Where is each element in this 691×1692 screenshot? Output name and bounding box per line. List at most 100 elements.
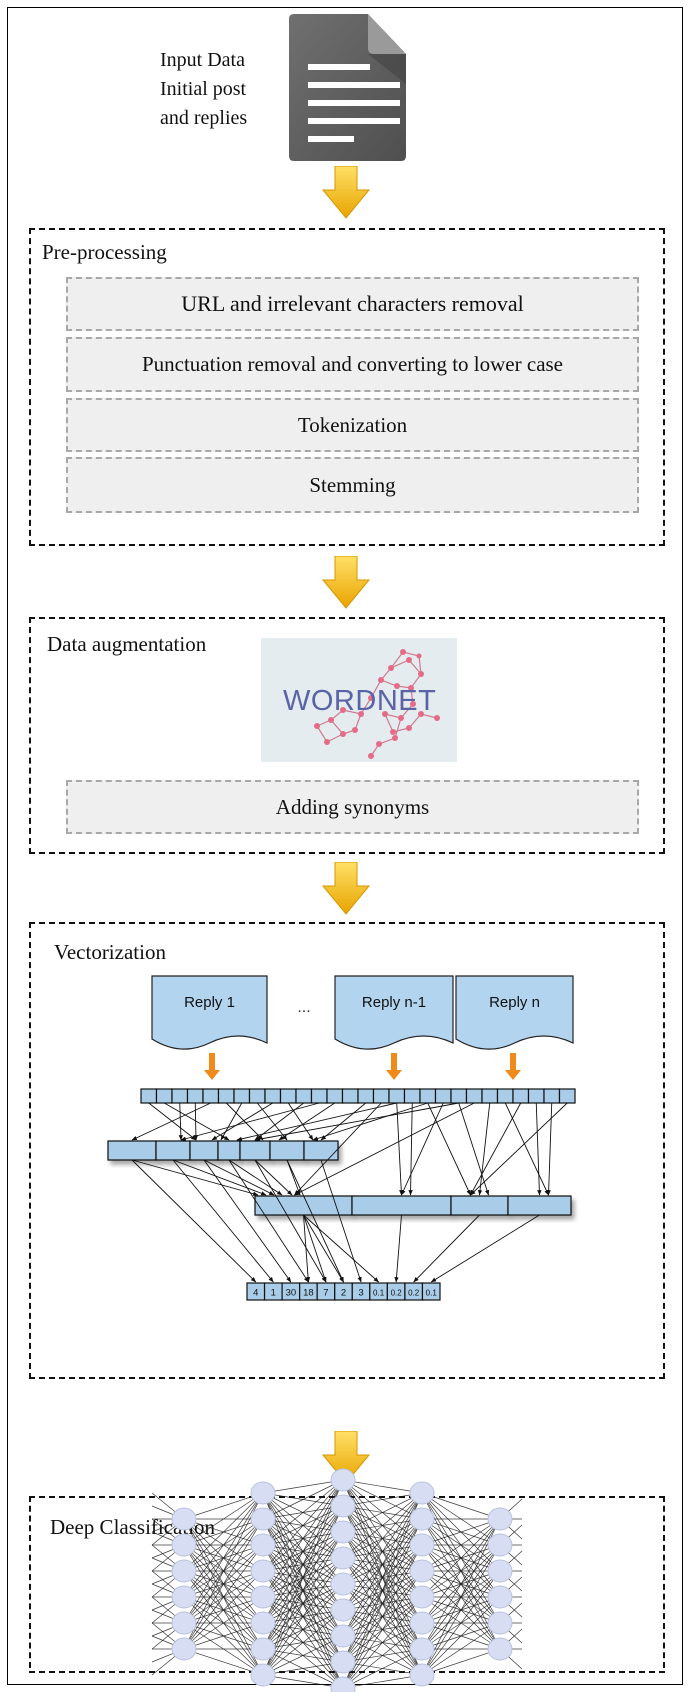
network-edge xyxy=(342,1492,423,1585)
mapping-arrow xyxy=(228,1159,309,1283)
network-node xyxy=(171,1507,197,1531)
step-url-removal: URL and irrelevant characters removal xyxy=(66,277,639,331)
network-edge xyxy=(183,1518,264,1650)
network-edge xyxy=(262,1479,344,1520)
network-node xyxy=(409,1637,435,1661)
mapping-arrow xyxy=(203,1159,292,1283)
mapping-arrow xyxy=(303,1214,344,1283)
network-edge xyxy=(183,1648,264,1676)
document-icon xyxy=(289,14,406,161)
network-edge xyxy=(183,1492,264,1520)
network-node xyxy=(330,1650,356,1674)
network-edge xyxy=(421,1518,501,1676)
network-node xyxy=(487,1585,513,1609)
network-node xyxy=(250,1611,276,1635)
reply-label: Reply n-1 xyxy=(362,994,426,1011)
mapping-arrow xyxy=(193,1102,199,1141)
mapping-arrow xyxy=(312,1102,428,1141)
network-edge xyxy=(342,1596,423,1689)
mapping-arrow xyxy=(394,1214,402,1283)
mapping-arrow xyxy=(535,1102,542,1196)
mapping-arrow xyxy=(254,1159,327,1283)
mapping-arrow xyxy=(470,1102,522,1196)
value-cell-label: 7 xyxy=(323,1288,328,1299)
network-edge xyxy=(262,1479,344,1572)
network-edge xyxy=(421,1518,501,1572)
orange-down-arrow-icon xyxy=(204,1053,220,1080)
network-edge xyxy=(262,1661,344,1676)
network-node xyxy=(487,1507,513,1531)
mapping-arrow xyxy=(430,1214,540,1283)
mapping-arrow xyxy=(294,1102,475,1196)
mapping-arrow xyxy=(131,1159,257,1283)
network-node xyxy=(487,1637,513,1661)
mapping-arrow xyxy=(396,1102,404,1196)
orange-down-arrow-icon xyxy=(505,1053,521,1080)
network-edge xyxy=(262,1479,344,1494)
mapping-arrow xyxy=(294,1102,382,1196)
network-edge xyxy=(421,1596,501,1676)
value-cell-label: 30 xyxy=(286,1288,297,1299)
value-cell-label: 0.1 xyxy=(426,1289,438,1298)
mapping-arrow xyxy=(131,1102,211,1141)
preprocessing-title: Pre-processing xyxy=(42,240,167,264)
network-edge xyxy=(421,1648,501,1676)
network-node xyxy=(409,1507,435,1531)
network-edge xyxy=(421,1518,501,1546)
step-stemming: Stemming xyxy=(66,457,639,513)
network-edge xyxy=(262,1635,344,1676)
network-node xyxy=(250,1663,276,1687)
down-arrow-icon xyxy=(321,556,371,609)
value-cell-label: 0.1 xyxy=(373,1289,385,1298)
network-edge xyxy=(262,1479,344,1546)
network-edge xyxy=(262,1505,344,1676)
reply-document xyxy=(151,975,268,1050)
network-edge xyxy=(183,1492,264,1598)
vectorization-title: Vectorization xyxy=(54,940,166,964)
mapping-arrow xyxy=(172,1159,274,1283)
network-node xyxy=(330,1494,356,1518)
network-edge xyxy=(342,1674,423,1689)
vectorization-section xyxy=(29,922,665,1379)
network-edge xyxy=(183,1596,264,1650)
mapping-arrow xyxy=(408,1102,413,1196)
step-punctuation-removal: Punctuation removal and converting to lo… xyxy=(66,337,639,392)
value-cell-label: 1 xyxy=(271,1288,276,1299)
network-edge xyxy=(183,1492,264,1650)
step-adding-synonyms: Adding synonyms xyxy=(66,780,639,834)
network-edge xyxy=(421,1518,501,1624)
network-edge xyxy=(183,1570,264,1650)
network-node xyxy=(250,1507,276,1531)
network-edge xyxy=(262,1674,344,1689)
network-edge xyxy=(342,1492,423,1689)
reply-label: Reply n xyxy=(489,994,540,1011)
network-edge xyxy=(342,1570,423,1689)
mapping-arrow xyxy=(470,1102,568,1196)
mapping-arrow xyxy=(286,1159,344,1283)
value-cell-label: 4 xyxy=(253,1288,258,1299)
value-cell-label: 0.2 xyxy=(391,1289,403,1298)
mapping-arrow xyxy=(287,1102,314,1141)
network-node xyxy=(409,1481,435,1505)
reply-label: Reply 1 xyxy=(184,994,235,1011)
network-node xyxy=(330,1676,356,1692)
mapping-arrow xyxy=(254,1102,459,1142)
mapping-arrow xyxy=(228,1159,283,1196)
augmentation-section xyxy=(29,617,665,854)
network-node xyxy=(250,1585,276,1609)
network-node xyxy=(171,1585,197,1609)
down-arrow-icon xyxy=(321,862,371,915)
value-cell xyxy=(421,1282,441,1301)
network-edge xyxy=(262,1479,344,1676)
network-edge xyxy=(421,1544,501,1676)
down-arrow-icon xyxy=(321,1431,371,1484)
network-node xyxy=(409,1585,435,1609)
network-edge xyxy=(342,1492,423,1559)
network-edge xyxy=(342,1479,423,1494)
preprocessing-section xyxy=(29,228,665,546)
mapping-arrow xyxy=(254,1159,293,1196)
mapping-arrow xyxy=(303,1214,327,1283)
value-cell-label: 18 xyxy=(303,1288,314,1299)
mapping-arrow xyxy=(172,1159,267,1196)
network-node xyxy=(171,1637,197,1661)
